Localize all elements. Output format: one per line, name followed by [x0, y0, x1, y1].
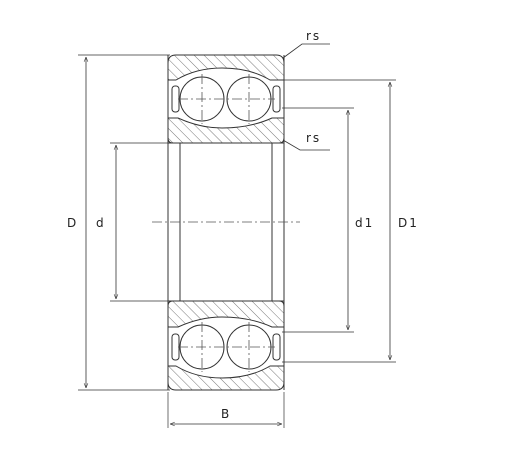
- inner-ring-bottom: [167, 300, 285, 328]
- outer-ring-top: [167, 54, 285, 81]
- extension-lines: [78, 54, 396, 428]
- dimension-lines: [86, 57, 390, 424]
- rs-leaders: [282, 43, 330, 151]
- bearing-section: [167, 54, 285, 391]
- rs-top-label: rs: [306, 29, 321, 43]
- seal-bottom-left: [171, 333, 180, 361]
- inner-ring-top: [167, 117, 285, 144]
- D-label: D: [67, 216, 78, 230]
- center-lines: [152, 74, 300, 372]
- outer-ring-bottom: [167, 365, 285, 391]
- B-label: B: [221, 407, 231, 421]
- d-label: d: [96, 216, 106, 230]
- rs-mid-label: rs: [306, 131, 321, 145]
- rs-mid-leader: [282, 139, 330, 151]
- D1-label: D1: [398, 216, 419, 230]
- seal-top-left: [171, 85, 180, 113]
- rs-top-leader: [282, 43, 330, 59]
- d1-label: d1: [355, 216, 374, 230]
